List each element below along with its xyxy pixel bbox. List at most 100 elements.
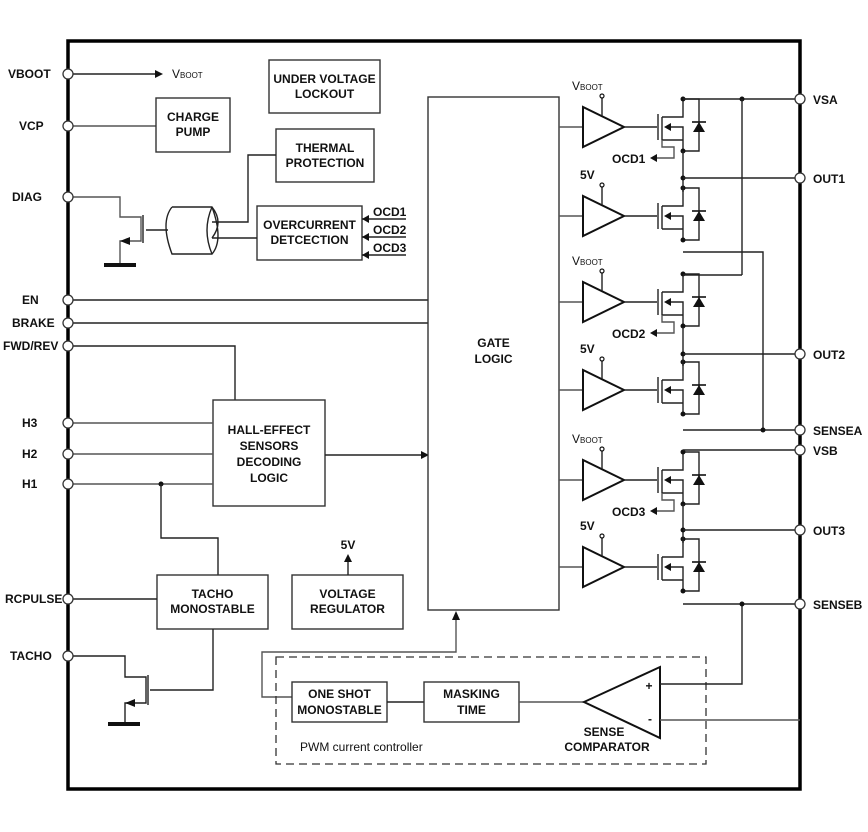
pin-vsa: VSA xyxy=(794,93,838,107)
svg-text:THERMAL: THERMAL xyxy=(296,141,355,155)
buffer-amp-icon xyxy=(582,458,627,502)
pin-h2: H2 xyxy=(22,447,213,461)
pin-label-out1: OUT1 xyxy=(813,172,845,186)
driver-stage-5: VBOOT OCD3 xyxy=(559,432,706,519)
svg-text:PROTECTION: PROTECTION xyxy=(286,156,365,170)
svg-text:PWM current controller: PWM current controller xyxy=(300,740,423,754)
pin-h1: H1 xyxy=(22,477,219,575)
buffer-amp-icon xyxy=(582,368,627,412)
pin-label-vboot: VBOOT xyxy=(8,67,51,81)
svg-text:H1: H1 xyxy=(22,477,38,491)
driver-stage-6: 5V xyxy=(559,519,706,594)
pin-sensea: SENSEA xyxy=(794,424,863,438)
pin-label-out2: OUT2 xyxy=(813,348,845,362)
pin-out1: OUT1 xyxy=(794,172,845,186)
svg-text:GATE: GATE xyxy=(477,336,509,350)
diode-icon xyxy=(693,122,705,132)
thermal-protection-block: THERMAL PROTECTION xyxy=(275,128,375,183)
pwm-current-controller-group: PWM current controller xyxy=(275,656,707,765)
svg-text:OCD1: OCD1 xyxy=(373,205,407,219)
diode-icon xyxy=(693,475,705,485)
svg-text:MONOSTABLE: MONOSTABLE xyxy=(297,703,381,717)
svg-text:TIME: TIME xyxy=(457,703,486,717)
ocd-inputs: OCD1 OCD2 OCD3 xyxy=(362,205,407,259)
svg-text:LOGIC: LOGIC xyxy=(250,471,288,485)
pin-diag: DIAG xyxy=(12,190,168,267)
svg-text:H2: H2 xyxy=(22,447,38,461)
svg-text:LOGIC: LOGIC xyxy=(475,352,513,366)
svg-text:VOLTAGE: VOLTAGE xyxy=(319,587,375,601)
svg-text:DETCECTION: DETCECTION xyxy=(271,233,349,247)
svg-text:5V: 5V xyxy=(341,538,356,552)
svg-text:H3: H3 xyxy=(22,416,38,430)
sense-comparator: + - SENSE COMPARATOR xyxy=(564,665,661,754)
pin-vcp: VCP xyxy=(19,119,156,133)
ocd-output-label: OCD2 xyxy=(612,327,646,341)
svg-text:FWD/REV: FWD/REV xyxy=(3,339,58,353)
diode-icon xyxy=(693,211,705,221)
pin-label-out3: OUT3 xyxy=(813,524,845,538)
driver-stage-2: 5V xyxy=(559,168,706,243)
svg-text:-: - xyxy=(648,712,652,726)
pin-label-sensea: SENSEA xyxy=(813,424,863,438)
pin-out2: OUT2 xyxy=(794,348,845,362)
svg-text:TACHO: TACHO xyxy=(10,649,52,663)
svg-text:MASKING: MASKING xyxy=(443,687,500,701)
svg-text:ONE SHOT: ONE SHOT xyxy=(308,687,371,701)
buffer-amp-icon xyxy=(582,280,627,324)
voltage-regulator-block: VOLTAGE REGULATOR 5V xyxy=(291,538,404,630)
pin-out3: OUT3 xyxy=(794,524,845,538)
svg-text:OVERCURRENT: OVERCURRENT xyxy=(263,218,356,232)
driver-supply-label: 5V xyxy=(580,519,595,533)
pin-en: EN xyxy=(22,293,428,307)
svg-text:RCPULSE: RCPULSE xyxy=(5,592,62,606)
driver-supply-label: 5V xyxy=(580,342,595,356)
ic-boundary xyxy=(66,39,802,791)
pin-vboot: VBOOT VBOOT xyxy=(8,67,203,81)
overcurrent-detection-block: OVERCURRENT DETCECTION xyxy=(256,205,363,261)
svg-text:DECODING: DECODING xyxy=(237,455,302,469)
driver-supply-label: VBOOT xyxy=(572,79,603,93)
svg-text:OCD2: OCD2 xyxy=(373,223,407,237)
pin-label-vcp: VCP xyxy=(19,119,44,133)
buffer-amp-icon xyxy=(582,545,627,589)
masking-time-block: MASKING TIME xyxy=(423,681,520,723)
charge-pump-block: CHARGE PUMP xyxy=(155,97,231,153)
svg-text:+: + xyxy=(645,679,652,693)
svg-text:SENSE: SENSE xyxy=(584,725,625,739)
svg-text:EN: EN xyxy=(22,293,39,307)
pin-label-diag: DIAG xyxy=(12,190,42,204)
driver-stage-4: 5V xyxy=(559,342,706,417)
driver-supply-label: VBOOT xyxy=(572,432,603,446)
pin-fwd-rev: FWD/REV xyxy=(3,339,236,400)
svg-text:TACHO: TACHO xyxy=(192,587,234,601)
pin-circle-vboot xyxy=(62,68,74,80)
pin-vsb: VSB xyxy=(794,444,838,458)
buffer-amp-icon xyxy=(582,194,627,238)
diode-icon xyxy=(693,297,705,307)
undervoltage-lockout-block: UNDER VOLTAGE LOCKOUT xyxy=(268,59,381,114)
ocd-output-label: OCD3 xyxy=(612,505,646,519)
hall-effect-decoder-block: HALL-EFFECT SENSORS DECODING LOGIC xyxy=(212,399,326,507)
svg-text:SENSORS: SENSORS xyxy=(240,439,299,453)
one-shot-monostable-block: ONE SHOT MONOSTABLE xyxy=(291,681,388,723)
pin-tacho: TACHO xyxy=(10,629,214,726)
driver-supply-label: 5V xyxy=(580,168,595,182)
svg-text:UNDER VOLTAGE: UNDER VOLTAGE xyxy=(273,72,375,86)
pin-label-vsb: VSB xyxy=(813,444,838,458)
svg-text:BRAKE: BRAKE xyxy=(12,316,55,330)
pin-rcpulse: RCPULSE xyxy=(5,592,157,606)
diode-icon xyxy=(693,385,705,395)
pin-label-senseb: SENSEB xyxy=(813,598,863,612)
svg-text:PUMP: PUMP xyxy=(176,125,211,139)
diode-icon xyxy=(693,562,705,572)
tacho-monostable-block: TACHO MONOSTABLE xyxy=(156,574,269,630)
svg-text:COMPARATOR: COMPARATOR xyxy=(564,740,650,754)
svg-text:HALL-EFFECT: HALL-EFFECT xyxy=(228,423,311,437)
pin-h3: H3 xyxy=(22,416,213,430)
